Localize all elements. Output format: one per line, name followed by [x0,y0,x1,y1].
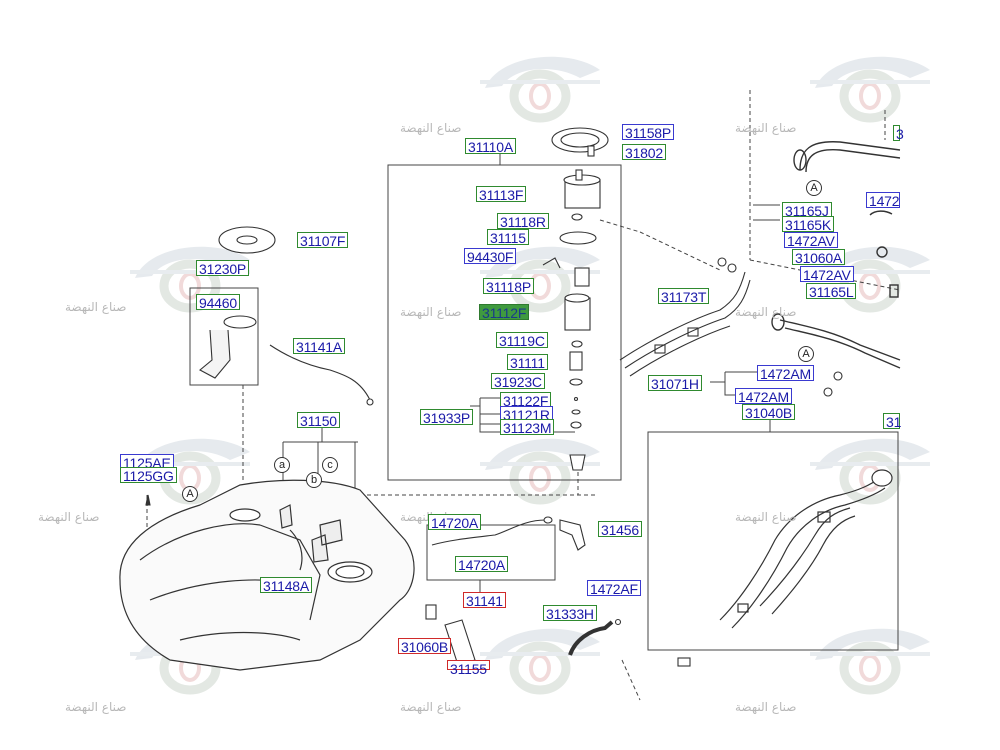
part-label-31113F[interactable]: 31113F [476,186,527,203]
watermark-text: صناع النهضة [735,700,797,714]
part-label-1472AV[interactable]: 1472AV [800,266,854,283]
part-label-31060A[interactable]: 31060A [792,249,846,266]
part-label-31118P[interactable]: 31118P [483,278,534,295]
part-label-31333H[interactable]: 31333H [543,605,597,622]
watermark-text: صناع النهضة [735,510,797,524]
sender-assembly [199,226,374,406]
callout-a: a [274,457,290,473]
part-label-31802[interactable]: 31802 [622,144,666,161]
part-label-truncated[interactable]: 3 [893,125,904,142]
part-label-31933P[interactable]: 31933P [420,409,474,426]
part-label-truncated[interactable]: 31 [883,413,901,430]
part-label-31115[interactable]: 31115 [487,229,529,246]
part-label-31158P[interactable]: 31158P [622,124,675,141]
part-label-31456[interactable]: 31456 [598,521,642,538]
part-label-14720A[interactable]: 14720A [455,556,509,573]
watermark-text: صناع النهضة [38,510,100,524]
watermark-text: صناع النهضة [735,305,797,319]
callout-b: b [306,472,322,488]
vapor-hose-frame [426,524,556,581]
callout-A: A [806,180,822,196]
part-label-31040B[interactable]: 31040B [742,404,796,421]
part-label-1472AF[interactable]: 1472AF [587,580,641,597]
part-label-31141[interactable]: 31141 [463,592,506,609]
part-label-31148A[interactable]: 31148A [260,577,313,594]
part-label-1125GG[interactable]: 1125GG [120,467,177,484]
part-label-31060B[interactable]: 31060B [398,638,452,655]
part-label-31230P[interactable]: 31230P [196,260,250,277]
filler-neck [719,469,893,629]
callout-A: A [798,346,814,362]
part-label-31071H[interactable]: 31071H [648,375,702,392]
sender-frame [189,287,259,386]
part-label-31111[interactable]: 31111 [507,354,548,371]
part-label-31923C[interactable]: 31923C [491,373,545,390]
part-label-31165J[interactable]: 31165J [782,202,832,219]
upper-right-hoses [771,141,901,369]
part-label-31155[interactable]: 31155 [447,660,490,677]
watermark-text: صناع النهضة [400,121,462,135]
part-label-31165L[interactable]: 31165L [806,283,857,300]
part-label-31173T[interactable]: 31173T [658,288,710,305]
vent-tubes [619,257,751,377]
watermark-text: صناع النهضة [400,305,462,319]
fuel-tank [119,479,415,671]
part-label-1472AM[interactable]: 1472AM [735,388,792,405]
fuel-pump-assembly [542,127,609,471]
part-label-1472AM[interactable]: 1472AM [757,365,814,382]
part-label-94430F[interactable]: 94430F [464,248,517,265]
part-label-31118R[interactable]: 31118R [497,213,549,230]
part-label-31112F[interactable]: 31112F [479,304,530,321]
watermark-text: صناع النهضة [400,700,462,714]
part-label-31119C[interactable]: 31119C [496,332,548,349]
part-label-31141A[interactable]: 31141A [293,338,346,355]
part-label-31107F[interactable]: 31107F [297,232,349,249]
part-label-14720A[interactable]: 14720A [428,514,482,531]
watermark-text: صناع النهضة [65,300,127,314]
watermark-text: صناع النهضة [65,700,127,714]
part-label-94460[interactable]: 94460 [196,294,240,311]
part-label-1472-truncated[interactable]: 1472 [866,192,900,209]
watermark-text: صناع النهضة [735,121,797,135]
part-label-31110A[interactable]: 31110A [465,138,516,155]
filler-neck-frame [647,431,899,651]
part-label-1472AV[interactable]: 1472AV [784,232,838,249]
pump-module-frame [387,164,622,481]
part-label-31150[interactable]: 31150 [297,412,340,429]
callout-A: A [182,486,198,502]
part-label-31165K[interactable]: 31165K [782,216,835,233]
callout-c: c [322,457,338,473]
part-label-31123M[interactable]: 31123M [500,419,555,436]
part-label-31121R[interactable]: 31121R [500,406,553,423]
